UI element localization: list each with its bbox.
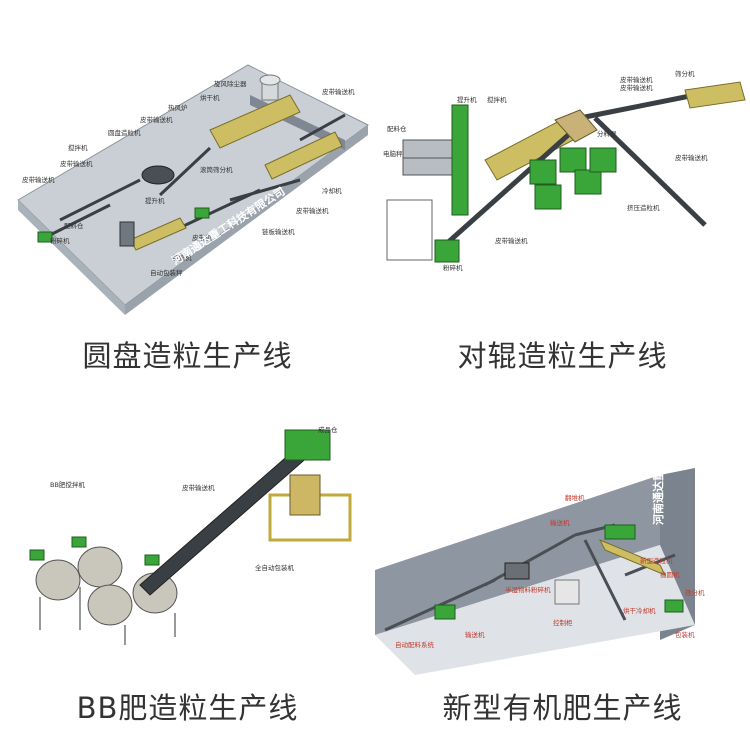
svg-text:筛分机: 筛分机: [685, 588, 705, 597]
svg-text:控制柜: 控制柜: [553, 618, 573, 627]
svg-text:配料仓: 配料仓: [64, 221, 84, 230]
watermark: 河南通达重工科技有限公司: [651, 393, 665, 525]
panel-disc-granulation: 旋风除尘器 烘干机 热风炉 皮带输送机 圆盘造粒机 皮带输送机 搅拌机 皮带输送…: [0, 0, 375, 373]
svg-text:抛圆机: 抛圆机: [660, 570, 680, 579]
svg-text:输送机: 输送机: [550, 518, 570, 527]
svg-text:皮带输送机: 皮带输送机: [322, 87, 355, 96]
svg-text:皮带机: 皮带机: [192, 233, 212, 242]
svg-text:链板输送机: 链板输送机: [262, 227, 295, 236]
svg-text:烘干冷却机: 烘干冷却机: [623, 606, 656, 615]
svg-text:搅拌机: 搅拌机: [487, 95, 507, 104]
caption: 新型有机肥生产线: [442, 691, 683, 725]
svg-text:自动包装秤: 自动包装秤: [150, 268, 183, 277]
svg-text:冷却机: 冷却机: [322, 186, 342, 195]
svg-text:半湿物料粉碎机: 半湿物料粉碎机: [505, 585, 551, 594]
panel-roller-granulation: 提升机 搅拌机 配料仓 电脑秤 皮带输送机 筛分机 皮带输送机 分料器 挤压造粒…: [375, 0, 750, 373]
bb-mixers: [29, 536, 178, 626]
svg-text:自动配料系统: 自动配料系统: [395, 640, 435, 649]
svg-text:输送机: 输送机: [465, 630, 485, 639]
svg-text:烘干机: 烘干机: [200, 93, 220, 102]
svg-text:皮带输送机: 皮带输送机: [620, 75, 653, 84]
extrusion-granulators: [529, 147, 617, 210]
svg-text:粉碎机: 粉碎机: [50, 236, 70, 245]
svg-text:提升机: 提升机: [457, 95, 477, 104]
svg-text:皮带输送机: 皮带输送机: [60, 159, 93, 168]
svg-text:热风炉: 热风炉: [168, 103, 188, 112]
caption: BB肥造粒生产线: [76, 691, 299, 725]
svg-text:全自动包装机: 全自动包装机: [255, 563, 295, 572]
svg-text:皮带输送机: 皮带输送机: [495, 236, 528, 245]
svg-text:皮带输送机: 皮带输送机: [296, 206, 329, 215]
disc-granulation-illustration: 旋风除尘器 烘干机 热风炉 皮带输送机 圆盘造粒机 皮带输送机 搅拌机 皮带输送…: [17, 64, 369, 315]
belt-conveyors: [443, 92, 707, 247]
svg-text:提升机: 提升机: [145, 196, 165, 205]
svg-text:皮带输送机: 皮带输送机: [22, 175, 55, 184]
svg-text:皮带输送机: 皮带输送机: [620, 83, 653, 92]
svg-text:新型造粒机: 新型造粒机: [640, 556, 673, 565]
svg-text:皮带输送机: 皮带输送机: [140, 115, 173, 124]
svg-text:电脑秤: 电脑秤: [383, 149, 403, 158]
organic-fertilizer-illustration: 河南通达重工科技有限公司 翻堆机 输送机 半湿物料粉碎机 自动配料系统 输送机 …: [375, 393, 705, 675]
bb-fertilizer-illustration: BB肥搅拌机 皮带输送机 成品仓 全自动包装机: [29, 425, 352, 645]
svg-text:滚筒筛分机: 滚筒筛分机: [200, 165, 233, 174]
svg-text:包装机: 包装机: [675, 630, 695, 639]
panel-organic-fertilizer: 河南通达重工科技有限公司 翻堆机 输送机 半湿物料粉碎机 自动配料系统 输送机 …: [375, 375, 750, 725]
svg-text:翻堆机: 翻堆机: [565, 493, 585, 502]
svg-text:成品仓: 成品仓: [318, 425, 338, 434]
svg-text:粉碎机: 粉碎机: [443, 263, 463, 272]
panel-bb-fertilizer: BB肥搅拌机 皮带输送机 成品仓 全自动包装机 BB肥造粒生产线: [0, 375, 375, 725]
svg-text:皮带输送机: 皮带输送机: [675, 153, 708, 162]
svg-text:皮带输送机: 皮带输送机: [182, 483, 215, 492]
svg-text:BB肥搅拌机: BB肥搅拌机: [50, 480, 85, 489]
dryer-drum: [209, 94, 343, 180]
svg-text:搅拌机: 搅拌机: [68, 143, 88, 152]
svg-text:旋风除尘器: 旋风除尘器: [214, 79, 247, 88]
svg-text:圆盘造粒机: 圆盘造粒机: [108, 128, 141, 137]
svg-text:配料仓: 配料仓: [387, 124, 407, 133]
roller-granulation-illustration: 提升机 搅拌机 配料仓 电脑秤 皮带输送机 筛分机 皮带输送机 分料器 挤压造粒…: [383, 69, 746, 272]
caption: 圆盘造粒生产线: [82, 339, 293, 373]
svg-text:筛分机: 筛分机: [675, 69, 695, 78]
svg-text:包膜机: 包膜机: [172, 253, 192, 262]
svg-text:挤压造粒机: 挤压造粒机: [627, 203, 660, 212]
svg-text:分料器: 分料器: [597, 129, 617, 138]
caption: 对辊造粒生产线: [457, 339, 668, 373]
